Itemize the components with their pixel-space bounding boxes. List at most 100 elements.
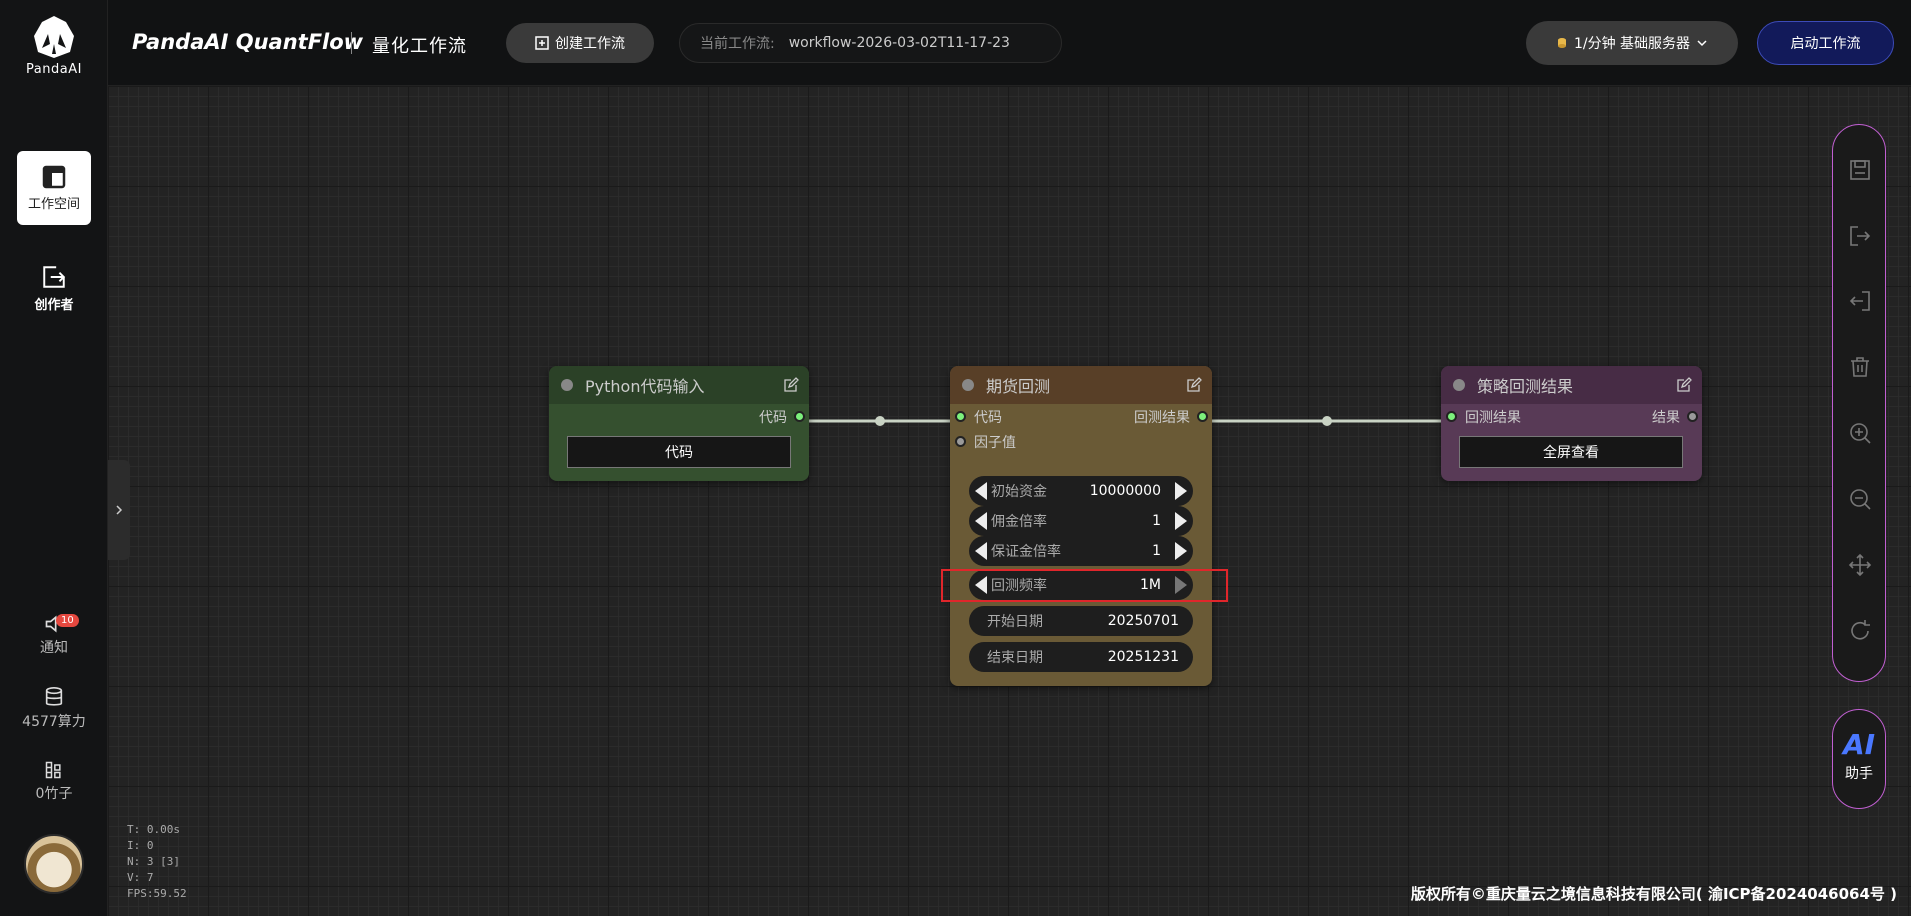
widget-value: 1 [1152,543,1161,559]
futures-backtest-node[interactable]: 期货回测 代码 回测结果 因子值 初始资金 10000000 佣金倍率 1 [950,366,1212,686]
node-title: Python代码输入 [585,377,705,396]
export-icon [43,266,66,288]
edit-icon[interactable] [1186,377,1202,393]
increment-arrow-icon[interactable] [1175,542,1187,560]
input-port-code[interactable] [955,411,966,422]
import-icon[interactable] [1848,289,1872,313]
widget-label: 佣金倍率 [991,514,1047,530]
database-icon [45,687,63,706]
python-code-node[interactable]: Python代码输入 代码 代码 [549,366,809,481]
server-select[interactable]: 1/分钟 基础服务器 [1526,21,1738,65]
speaker-icon [45,615,57,633]
widget-start-date[interactable]: 开始日期 20250701 [969,606,1193,636]
widget-label: 开始日期 [987,614,1043,630]
widget-label: 结束日期 [987,650,1043,666]
workflow-canvas[interactable] [108,86,1911,916]
node-title: 策略回测结果 [1477,377,1574,396]
ai-label: AI [1842,728,1876,761]
trash-icon[interactable] [1848,355,1872,379]
input-label: 因子值 [974,435,1016,451]
node-header[interactable]: 策略回测结果 [1441,366,1702,404]
sidebar: PandaAI 工作空间 创作者 10 通知 [0,0,108,916]
app-title: PandaAI QuantFlow [132,30,364,54]
edit-icon[interactable] [783,377,799,393]
increment-arrow-icon[interactable] [1175,512,1187,530]
widget-end-date[interactable]: 结束日期 20251231 [969,642,1193,672]
decrement-arrow-icon[interactable] [975,482,987,500]
decrement-arrow-icon[interactable] [975,512,987,530]
zoom-in-icon[interactable] [1848,421,1872,445]
backtest-result-node[interactable]: 策略回测结果 回测结果 结果 全屏查看 [1441,366,1702,481]
input-label: 代码 [974,410,1002,426]
export-icon[interactable] [1848,224,1872,248]
start-workflow-button[interactable]: 启动工作流 [1757,21,1894,65]
stat-line: N: 3 [3] [127,855,180,868]
decrement-arrow-icon[interactable] [975,542,987,560]
widget-value: 20251231 [1107,649,1179,665]
chevron-right-icon [116,505,123,515]
create-workflow-button[interactable]: 创建工作流 [506,23,654,63]
widget-margin-rate[interactable]: 保证金倍率 1 [969,536,1193,566]
save-icon[interactable] [1848,158,1872,182]
move-icon[interactable] [1848,553,1872,577]
coin-icon [1557,38,1566,48]
increment-arrow-icon[interactable] [1175,482,1187,500]
stat-line: T: 0.00s [127,823,180,836]
node-header[interactable]: 期货回测 [950,366,1212,404]
widget-initial-capital[interactable]: 初始资金 10000000 [969,476,1193,506]
input-port[interactable] [1446,411,1457,422]
layout-icon [42,165,66,189]
bamboo-button[interactable]: 0竹子 [0,760,108,803]
avatar[interactable] [24,834,84,894]
widget-label: 保证金倍率 [991,544,1061,560]
ai-assistant-button[interactable]: AI 助手 [1832,709,1886,809]
compute-button[interactable]: 4577算力 [0,686,108,731]
panel-collapse-toggle[interactable] [108,460,130,560]
sidebar-item-label: 创作者 [34,298,74,313]
bamboo-label: 0竹子 [35,786,73,802]
widget-commission-rate[interactable]: 佣金倍率 1 [969,506,1193,536]
decrement-arrow-icon[interactable] [975,576,987,594]
port-row: 代码 回测结果 [950,404,1212,429]
page-subtitle: 量化工作流 [372,36,467,57]
node-header[interactable]: Python代码输入 [549,366,809,404]
current-workflow: 当前工作流: workflow-2026-03-02T11-17-23 [679,23,1062,63]
increment-arrow-icon[interactable] [1175,576,1187,594]
sidebar-item-workspace[interactable]: 工作空间 [17,151,91,225]
notify-badge: 10 [56,614,79,627]
logo: PandaAI [0,14,108,77]
code-button[interactable]: 代码 [567,436,791,468]
edit-icon[interactable] [1676,377,1692,393]
sidebar-item-creator[interactable]: 创作者 [17,250,91,324]
widget-value: 1M [1140,577,1161,593]
output-port[interactable] [1687,411,1698,422]
notify-button[interactable]: 10 通知 [0,614,108,657]
node-status-dot [1453,379,1465,391]
input-port-factor[interactable] [955,436,966,447]
refresh-icon[interactable] [1848,619,1872,643]
zoom-out-icon[interactable] [1848,487,1872,511]
output-port[interactable] [794,411,805,422]
stat-line: I: 0 [127,839,154,852]
port-row: 回测结果 结果 [1441,404,1702,429]
fullscreen-button[interactable]: 全屏查看 [1459,436,1683,468]
stat-line: V: 7 [127,871,154,884]
chevron-down-icon [1697,40,1707,47]
plus-square-icon [535,36,549,50]
output-port[interactable] [1197,411,1208,422]
ai-sublabel: 助手 [1845,766,1873,782]
create-workflow-label: 创建工作流 [555,35,625,51]
port-row: 代码 [549,404,809,429]
notify-label: 通知 [40,640,68,656]
current-workflow-value: workflow-2026-03-02T11-17-23 [788,35,1010,51]
canvas-toolbar [1832,124,1886,682]
header: PandaAI QuantFlow 量化工作流 创建工作流 当前工作流: wor… [108,0,1911,86]
port-row: 因子值 [950,429,1212,454]
widget-label: 回测频率 [991,578,1047,594]
widget-backtest-frequency[interactable]: 回测频率 1M [969,570,1193,600]
widget-value: 1 [1152,513,1161,529]
output-label: 回测结果 [1134,410,1190,426]
node-status-dot [561,379,573,391]
server-select-label: 1/分钟 基础服务器 [1573,36,1691,52]
